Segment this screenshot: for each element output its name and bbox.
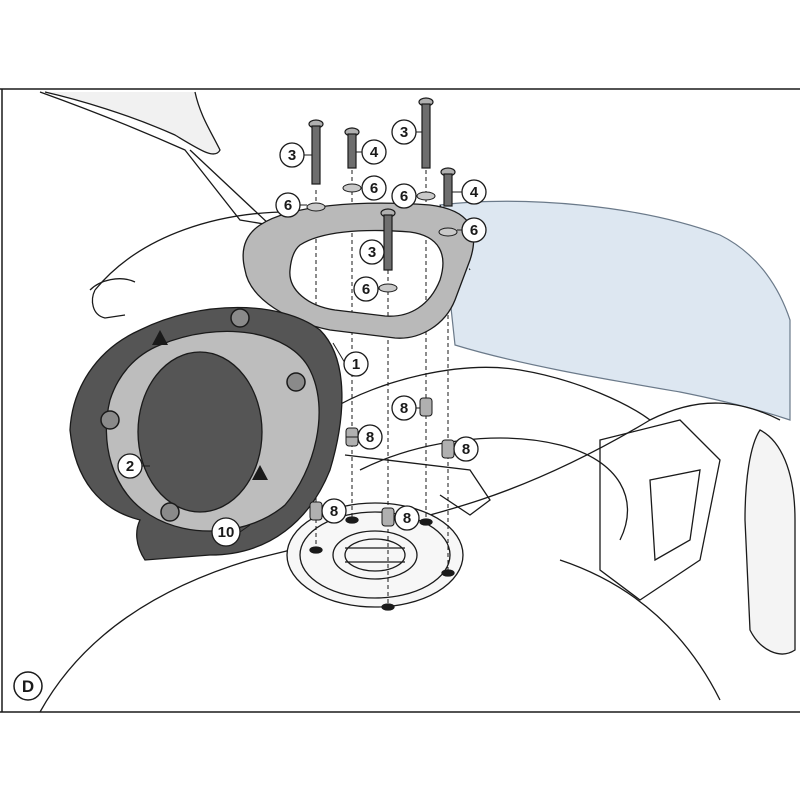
plate-tab <box>252 465 268 480</box>
washer <box>378 283 398 293</box>
spacer <box>381 507 395 527</box>
callout-screw-center: 3 <box>359 239 385 265</box>
callout-plate: 2 <box>117 453 143 479</box>
callout-label: 10 <box>218 524 235 541</box>
callout-label: 3 <box>288 147 296 164</box>
plate-hole <box>137 351 263 513</box>
washer <box>438 227 458 237</box>
callout-pad: 10 <box>211 517 241 547</box>
callout-label: 6 <box>470 222 478 239</box>
mirror <box>44 91 221 155</box>
screw-long <box>418 97 434 169</box>
callout-label: 3 <box>400 124 408 141</box>
callout-label: 8 <box>400 400 408 417</box>
motorcycle-outline <box>39 91 796 713</box>
rear-bump <box>91 289 126 319</box>
callout-screw-short-right: 4 <box>461 179 487 205</box>
callout-washer-mid-left: 6 <box>361 175 387 201</box>
panel-label: D <box>13 671 43 701</box>
plate-screw <box>160 502 180 522</box>
fuel-cap <box>286 502 464 611</box>
frame <box>0 88 800 713</box>
callout-screw-long-right: 3 <box>391 119 417 145</box>
callout-spacer-right: 8 <box>453 436 479 462</box>
spacer <box>441 439 455 459</box>
handle-right <box>744 429 796 655</box>
tank-side <box>359 437 629 541</box>
tank-pad-plate <box>69 306 343 561</box>
callout-label: 6 <box>284 197 292 214</box>
callout-label: 8 <box>330 503 338 520</box>
fairing-lower <box>89 278 136 291</box>
washer <box>342 183 362 193</box>
callout-washer-mid-right: 6 <box>391 183 417 209</box>
callout-spacer-left: 8 <box>357 424 383 450</box>
plate-screw <box>230 308 250 328</box>
windscreen <box>439 200 791 421</box>
panel-label-text: D <box>22 677 34 696</box>
callout-washer-center: 6 <box>353 276 379 302</box>
callout-label: 6 <box>362 281 370 298</box>
side-panel <box>599 419 721 601</box>
screw-short <box>440 167 456 207</box>
plate-screw <box>100 410 120 430</box>
plate-tab <box>152 330 168 345</box>
screw-long <box>380 208 396 271</box>
washer <box>306 202 326 212</box>
callout-label: 1 <box>352 356 360 373</box>
mirror-stalk <box>39 91 273 226</box>
callout-spacer-upper: 8 <box>391 395 417 421</box>
callout-ring: 1 <box>343 351 369 377</box>
callout-label: 4 <box>370 144 379 161</box>
washer <box>416 191 436 201</box>
callout-label: 2 <box>126 458 134 475</box>
mounting-ring <box>242 202 475 339</box>
plate-screw <box>286 372 306 392</box>
callout-label: 8 <box>403 510 411 527</box>
callout-screw-short-left: 4 <box>361 139 387 165</box>
spacers <box>309 397 455 527</box>
callout-label: 3 <box>368 244 376 261</box>
tank-outline <box>39 402 781 713</box>
callout-washer-right: 6 <box>461 217 487 243</box>
callout-label: 4 <box>470 184 479 201</box>
frame-lower <box>559 559 721 701</box>
spacer <box>419 397 433 417</box>
callout-screw-long-left: 3 <box>279 142 305 168</box>
screw-short <box>344 127 360 169</box>
callout-label: 6 <box>400 188 408 205</box>
screws <box>308 97 456 271</box>
spacer <box>309 501 323 521</box>
callout-label: 8 <box>366 429 374 446</box>
callout-washer-left: 6 <box>275 192 301 218</box>
callout-label: 6 <box>370 180 378 197</box>
side-panel-inner <box>649 469 701 562</box>
callout-label: 8 <box>462 441 470 458</box>
tank-ridge <box>329 366 651 421</box>
callout-spacer-lower-left: 8 <box>321 498 347 524</box>
bracket-arm <box>344 454 491 516</box>
callout-spacer-lower-center: 8 <box>394 505 420 531</box>
screw-long <box>308 119 324 185</box>
